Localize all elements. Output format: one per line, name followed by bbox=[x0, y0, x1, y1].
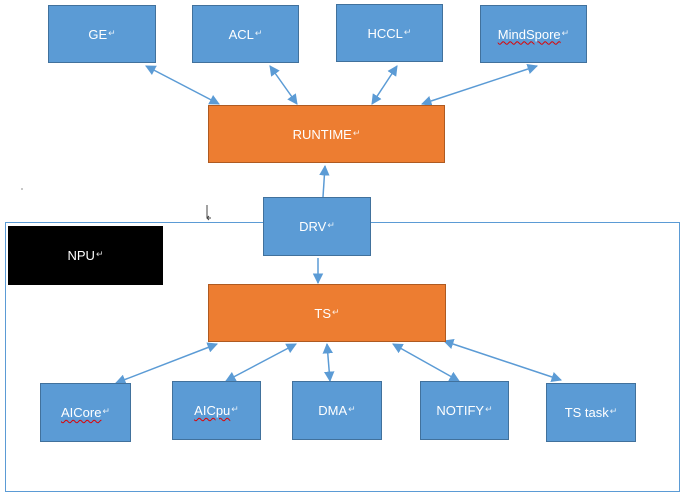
aicpu-label: AICpu bbox=[194, 403, 231, 418]
stray-dot bbox=[21, 188, 23, 190]
drv-box: DRV↵ bbox=[263, 197, 371, 256]
notify-label: NOTIFY bbox=[436, 403, 485, 418]
arrow-ts-aicpu bbox=[225, 343, 297, 382]
arrow-acl-runtime bbox=[269, 65, 298, 105]
return-mark: ↵ bbox=[561, 27, 570, 38]
arrow-mindspore-runtime bbox=[421, 63, 538, 107]
return-mark: ↵ bbox=[403, 26, 412, 37]
ts-task-box: TS task↵ bbox=[546, 383, 636, 442]
acl-box: ACL↵ bbox=[192, 5, 299, 63]
notify-box: NOTIFY↵ bbox=[420, 381, 509, 440]
return-mark: ↵ bbox=[332, 306, 340, 317]
aicpu-box: AICpu↵ bbox=[172, 381, 261, 440]
return-mark: ↵ bbox=[108, 27, 116, 38]
return-mark: ↵ bbox=[231, 404, 239, 414]
ts-task-label: TS task bbox=[564, 405, 609, 420]
mindspore-box: MindSpore↵ bbox=[480, 5, 587, 63]
drv-label: DRV bbox=[299, 219, 327, 234]
aicore-label: AICore bbox=[60, 405, 102, 420]
arrow-drv-runtime bbox=[319, 164, 330, 198]
return-mark: ↵ bbox=[327, 220, 335, 230]
return-mark: ↵ bbox=[102, 406, 110, 416]
return-mark: ↵ bbox=[485, 404, 493, 414]
arrow-ts-dma bbox=[322, 342, 335, 383]
npu-label-box: NPU↵ bbox=[8, 226, 163, 285]
arrow-ts-aicore bbox=[115, 342, 218, 385]
npu-label: NPU bbox=[67, 248, 95, 263]
aicore-box: AICore↵ bbox=[40, 383, 131, 442]
arrow-ts-notify bbox=[392, 343, 460, 382]
ge-label: GE bbox=[88, 26, 108, 42]
dma-box: DMA↵ bbox=[292, 381, 382, 440]
return-mark: ↵ bbox=[609, 406, 618, 416]
return-mark: ↵ bbox=[348, 404, 356, 414]
hccl-label: HCCL bbox=[367, 25, 403, 41]
arrow-ge-runtime bbox=[145, 65, 220, 105]
return-mark: ↵ bbox=[254, 27, 263, 38]
return-mark: ↵ bbox=[95, 249, 104, 259]
text-cursor-icon bbox=[206, 205, 211, 221]
arrow-hccl-runtime bbox=[371, 65, 398, 105]
arrow-ts-tstask bbox=[443, 339, 562, 382]
return-mark: ↵ bbox=[352, 127, 361, 138]
runtime-label: RUNTIME bbox=[292, 126, 352, 142]
runtime-box: RUNTIME↵ bbox=[208, 105, 445, 163]
mindspore-label: MindSpore bbox=[497, 26, 561, 42]
dma-label: DMA bbox=[318, 403, 348, 418]
ts-label: TS bbox=[314, 305, 332, 321]
hccl-box: HCCL↵ bbox=[336, 4, 443, 62]
ts-box: TS↵ bbox=[208, 284, 446, 342]
ge-box: GE↵ bbox=[48, 5, 156, 63]
acl-label: ACL bbox=[228, 26, 254, 42]
